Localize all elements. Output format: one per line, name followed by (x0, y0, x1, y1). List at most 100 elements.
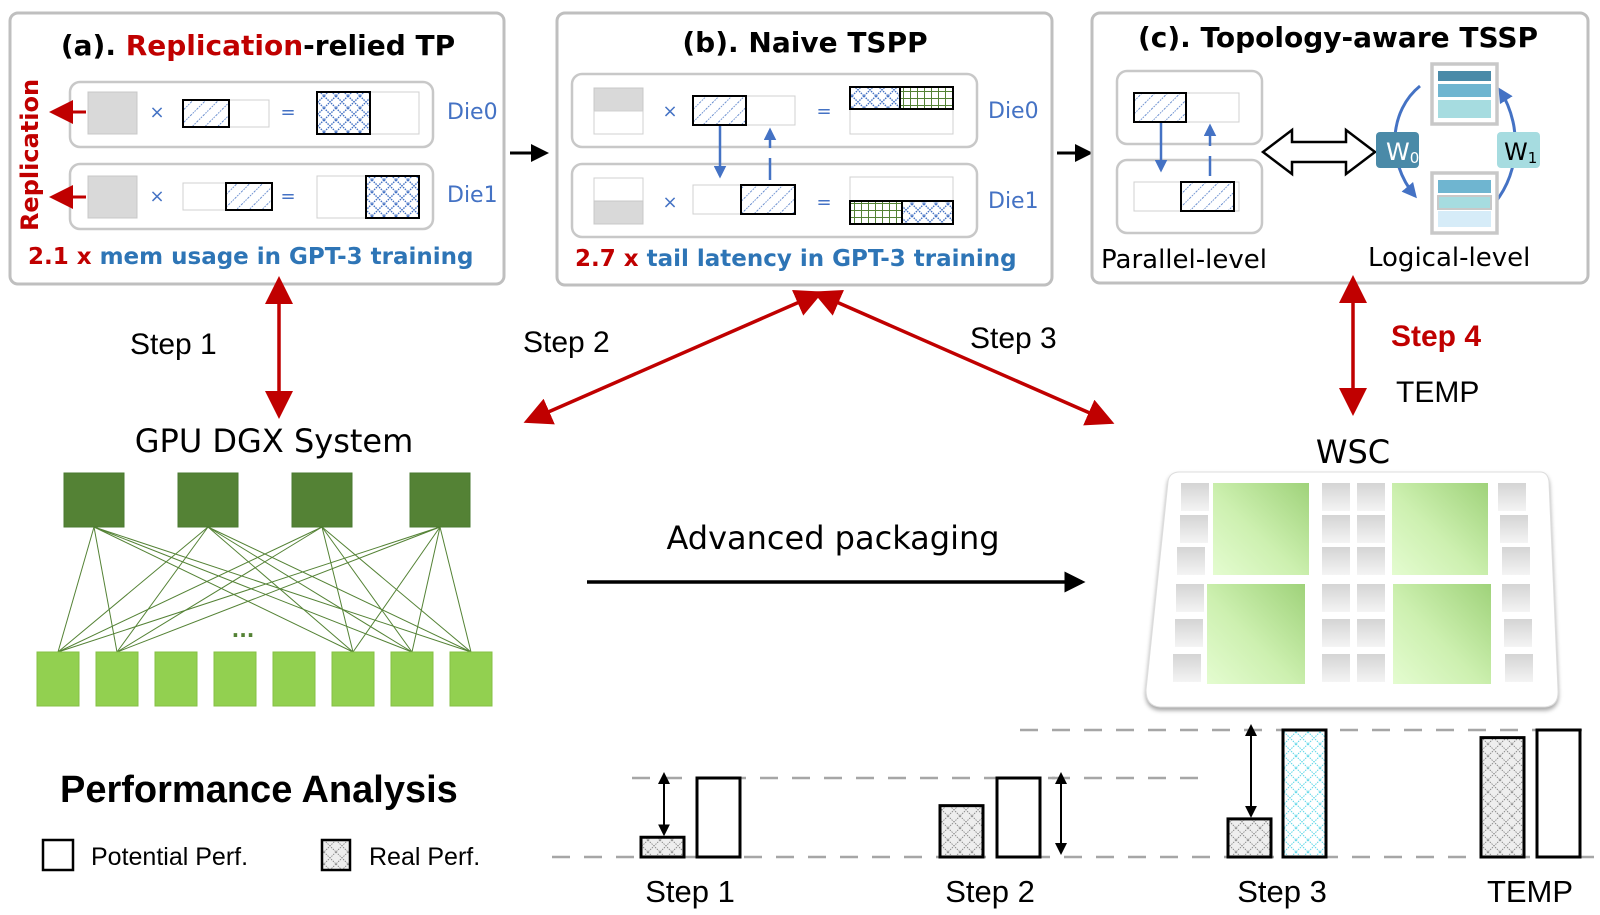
panel-a-title: (a). Replication-relied TP (61, 29, 455, 62)
memory-die (1322, 619, 1350, 647)
layer (1438, 100, 1491, 118)
memory-die (1504, 619, 1532, 647)
perf-group-label: Step 2 (945, 874, 1035, 909)
input-block-hatched (1180, 181, 1235, 212)
switch-node (409, 472, 471, 528)
memory-die (1173, 654, 1201, 682)
layer (1437, 195, 1492, 210)
real-perf-bar (1226, 817, 1273, 859)
weight-block (87, 91, 138, 135)
equals-operator: = (280, 186, 295, 207)
gpu-node (449, 651, 493, 707)
potential-perf-bar (695, 776, 742, 859)
gpu-node (390, 651, 434, 707)
gpu-node (154, 651, 198, 707)
w1-label: W1 (1504, 138, 1537, 167)
legend-real-label: Real Perf. (369, 843, 480, 871)
gpu-link (116, 526, 441, 653)
output-partial-grid (899, 86, 954, 110)
w0-badge (1376, 132, 1419, 168)
gpu-system-title: GPU DGX System (135, 422, 414, 460)
compute-die (1393, 584, 1491, 684)
equals-operator: = (816, 101, 831, 122)
legend-potential-label: Potential Perf. (91, 843, 248, 871)
panel-c-title: (c). Topology-aware TSSP (1138, 21, 1538, 54)
memory-die (1357, 515, 1385, 543)
switch-node (291, 472, 353, 528)
panel-b-title: (b). Naive TSPP (682, 26, 927, 59)
switch-node (63, 472, 125, 528)
potential-perf-bar (1281, 728, 1328, 859)
step2-label: Step 2 (523, 326, 610, 359)
input-block-hatched (225, 182, 273, 211)
memory-die (1322, 584, 1350, 612)
panel-c: (c). Topology-aware TSSP Parallel-level … (1090, 11, 1590, 285)
memory-die (1357, 654, 1385, 682)
gpu-node (213, 651, 257, 707)
input-block-hatched (1133, 92, 1187, 123)
gpu-link (207, 526, 472, 653)
parallel-level-label: Parallel-level (1101, 245, 1267, 275)
die0-label: Die0 (447, 100, 498, 125)
step3-label: Step 3 (970, 322, 1057, 355)
potential-perf-bar (1535, 728, 1582, 859)
output-partial-crossed (901, 200, 954, 225)
step1-label: Step 1 (130, 328, 217, 361)
gpu-link (207, 526, 354, 653)
memory-die (1175, 619, 1203, 647)
weight-block (593, 87, 644, 112)
die0-label: Die0 (988, 99, 1039, 124)
times-operator: × (149, 186, 164, 207)
memory-die (1322, 483, 1350, 511)
memory-die (1181, 483, 1209, 511)
wsc-wafer (1145, 471, 1559, 708)
times-operator: × (149, 102, 164, 123)
gpu-link (116, 526, 209, 653)
gpu-link (57, 526, 323, 653)
layer (1438, 71, 1491, 81)
output-block-crossed (365, 175, 420, 219)
gpu-link (207, 526, 413, 653)
gpu-link (116, 526, 323, 653)
output-partial-crossed (849, 86, 901, 110)
layer (1438, 211, 1491, 227)
layer (1438, 180, 1491, 193)
output-block-crossed (316, 91, 371, 135)
gpu-link (321, 526, 354, 653)
performance-title: Performance Analysis (60, 769, 458, 811)
gpu-link (57, 526, 441, 653)
memory-die (1176, 584, 1204, 612)
weight-slot (593, 177, 644, 202)
memory-die (1357, 547, 1385, 575)
real-perf-bar (1479, 736, 1526, 859)
memory-die (1180, 515, 1208, 543)
memory-die (1322, 654, 1350, 682)
memory-die (1502, 547, 1530, 575)
memory-die (1177, 547, 1205, 575)
equals-operator: = (816, 192, 831, 213)
gpu-ellipsis: ... (232, 618, 255, 642)
potential-perf-bar (995, 776, 1042, 859)
real-perf-bar (639, 835, 686, 859)
memory-die (1357, 483, 1385, 511)
die1-label: Die1 (447, 183, 498, 208)
times-operator: × (662, 192, 677, 213)
w0-label: W0 (1386, 138, 1419, 167)
memory-die (1322, 547, 1350, 575)
gpu-node (36, 651, 80, 707)
weight-slot (593, 110, 644, 135)
gpu-node (272, 651, 316, 707)
die1-label: Die1 (988, 189, 1039, 214)
memory-die (1357, 619, 1385, 647)
weight-block (87, 175, 138, 219)
perf-group-label: Step 3 (1237, 874, 1327, 909)
packaging-label: Advanced packaging (666, 519, 999, 557)
times-operator: × (662, 101, 677, 122)
legend-real-swatch (320, 838, 352, 872)
gpu-link (321, 526, 413, 653)
